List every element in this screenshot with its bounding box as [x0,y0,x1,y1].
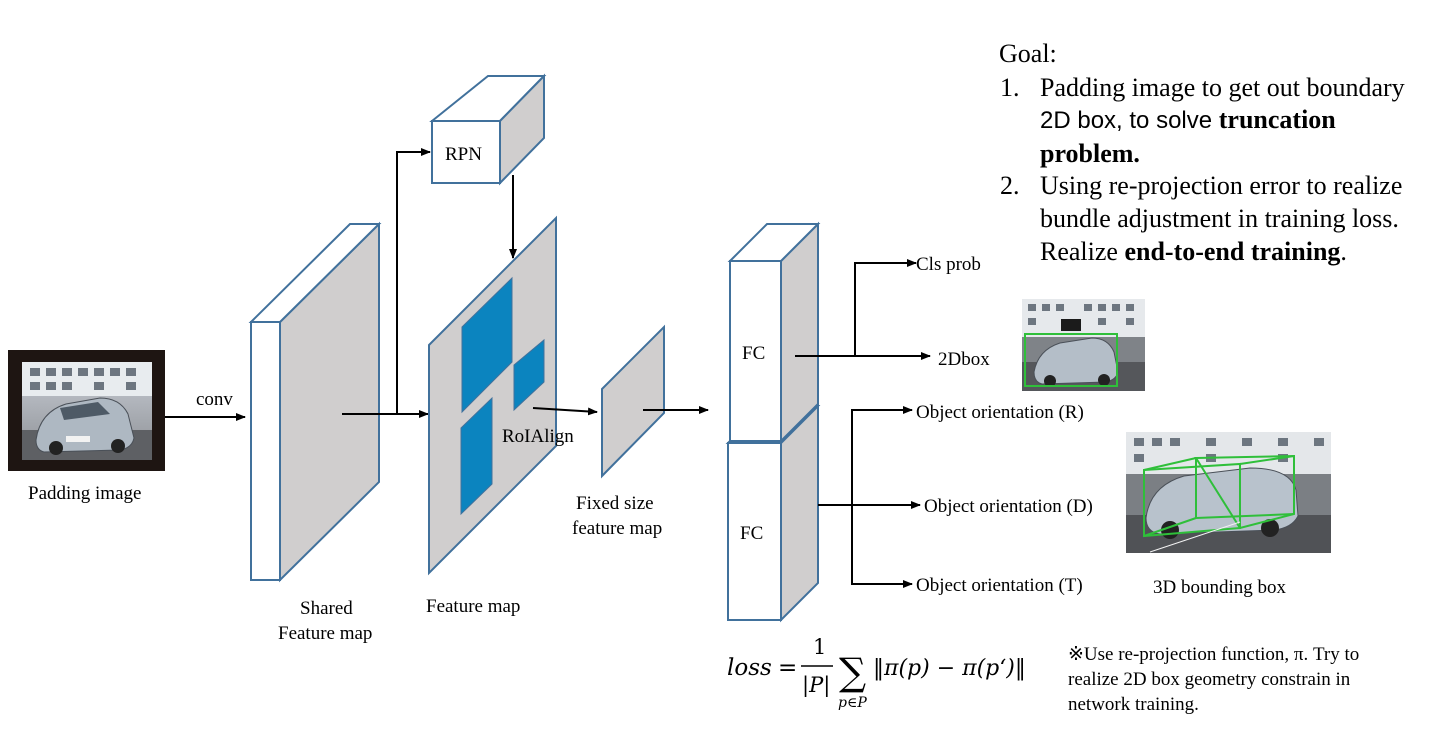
rpn-block [429,73,547,186]
fc-to-cls-arrow [854,259,917,356]
loss-sum-subscript: p∈P [838,695,867,711]
fixed-map-label-2: feature map [572,518,662,539]
goal-item1-line2-text: 2D box, to solve [1040,107,1219,134]
goal-item2-line1: Using re-projection error to realize [1040,171,1402,200]
goal-item2-line3-bold: end-to-end training [1124,237,1340,266]
goal-block: Goal: 1. Padding image to get out bounda… [999,39,1405,266]
goal-item1-line3: problem. [1040,139,1140,168]
fixed-size-feature-map [601,324,665,479]
shared-feature-map-label-1: Shared [300,598,353,619]
2dbox-example-image [1022,299,1145,391]
note-line-3: network training. [1068,694,1199,715]
goal-item2-line3: Realize end-to-end training. [1040,237,1347,266]
goal-item2-line2: bundle adjustment in training loss. [1040,204,1399,233]
orientation-d-label: Object orientation (D) [924,496,1093,517]
fc-to-orient-r-arrow [851,406,913,505]
3d-bounding-box-image [1126,432,1331,553]
goal-item2-number: 2. [1000,171,1020,200]
roialign-label: RoIAlign [502,426,574,447]
loss-body: ‖π(p) − π(p‘)‖ [873,656,1026,681]
conv-label: conv [196,389,233,410]
note-line-2: realize 2D box geometry constrain in [1068,669,1351,690]
fc-top-label: FC [742,343,765,364]
feature-map [428,215,557,576]
loss-numerator: 1 [813,635,826,659]
2dbox-label: 2Dbox [938,349,990,370]
fc-bottom-label: FC [740,523,763,544]
shared-to-rpn-arrow [396,148,431,414]
goal-item1-number: 1. [1000,73,1020,102]
orientation-t-label: Object orientation (T) [916,575,1083,596]
fc-to-orient-t-arrow [851,505,913,588]
3d-bounding-box-label: 3D bounding box [1153,577,1287,598]
loss-formula: loss = 1 |P| ∑ p∈P ‖π(p) − π(p‘)‖ [727,635,1026,711]
roi-region-3 [460,396,493,516]
goal-item2-line3-end: . [1340,237,1347,266]
goal-item1-line1: Padding image to get out boundary [1040,73,1405,102]
feature-map-label: Feature map [426,596,520,617]
padding-image [8,350,165,471]
loss-denominator: |P| [802,673,830,698]
fc-top-block [727,221,821,444]
orientation-r-label: Object orientation (R) [916,402,1084,423]
goal-item1-line2-bold: truncation [1219,105,1337,134]
roi-region-2 [513,338,545,412]
cls-prob-label: Cls prob [916,254,981,275]
shared-feature-map-label-2: Feature map [278,623,372,644]
shared-feature-map [248,221,382,583]
note-block: ※Use re-projection function, π. Try to r… [1068,644,1359,715]
goal-item1-line2: 2D box, to solve truncation [1040,105,1336,134]
goal-item2-line3-text: Realize [1040,237,1124,266]
goal-title: Goal: [999,39,1057,68]
note-line-1: ※Use re-projection function, π. Try to [1068,644,1359,665]
loss-sum-symbol: ∑ [839,650,866,694]
roialign-arrow [532,407,598,416]
roi-region-1 [461,276,513,414]
fixed-map-label-1: Fixed size [576,493,654,514]
loss-equals: = [778,655,797,681]
padding-image-label: Padding image [28,483,141,504]
rpn-label: RPN [445,144,482,165]
loss-lhs: loss [727,655,772,681]
